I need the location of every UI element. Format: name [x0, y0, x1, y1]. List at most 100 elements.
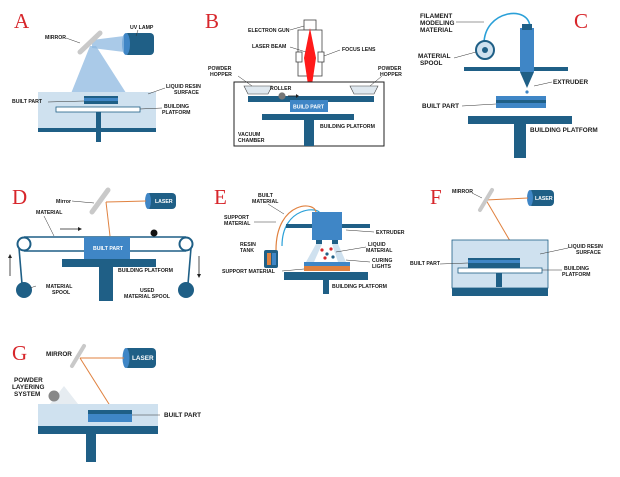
label-extruder: EXTRUDER: [553, 79, 589, 86]
leader-line: [323, 49, 341, 57]
tank-base: [452, 288, 548, 296]
label-layering: LAYERING: [12, 384, 44, 391]
panel-b: B BUILD PART ELECTRON GUN LASER BEAM FOC…: [205, 9, 402, 147]
belt-left-down: [18, 247, 23, 285]
focus-lens-left: [295, 51, 303, 63]
leader-line: [345, 259, 371, 263]
powder-bed: [248, 96, 374, 102]
label-roller: ROLLER: [270, 86, 292, 92]
label-support-material-bottom: SUPPORT MATERIAL: [222, 269, 276, 275]
label-built: BUILT: [258, 193, 274, 199]
droplet: [331, 255, 335, 259]
label-building-platform: BUILDING PLATFORM: [332, 284, 387, 290]
leader-line: [267, 203, 285, 215]
uv-lamp-body: [124, 33, 154, 55]
label-mirror: MIRROR: [45, 35, 66, 41]
powder-hopper-right: [349, 85, 379, 95]
label-powder-hopper-right: POWDER: [378, 66, 402, 72]
label-support-material: MATERIAL: [224, 221, 251, 227]
label-support: SUPPORT: [224, 215, 250, 221]
laser-face: [122, 348, 130, 368]
leader-line: [369, 75, 383, 87]
label-built-part: BUILT PART: [12, 99, 43, 105]
label-surface: SURFACE: [576, 250, 601, 256]
laser-beam: [485, 197, 529, 201]
leader-line: [71, 200, 95, 204]
platform-stem: [304, 120, 314, 146]
powder-hopper-left: [243, 85, 273, 95]
support-material-line: [275, 205, 317, 251]
leader-line: [335, 246, 367, 253]
panel-letter-a: A: [14, 9, 30, 33]
laser-body: [146, 193, 176, 209]
leader-line: [471, 192, 483, 199]
label-built-part: BUILT PART: [93, 246, 124, 252]
laser-body: [528, 190, 554, 206]
platform-stem: [323, 280, 329, 294]
label-powder-hopper-right-2: HOPPER: [380, 72, 402, 78]
build-part: [290, 100, 328, 112]
extruder-head: [312, 212, 342, 240]
panel-letter-e: E: [214, 185, 227, 209]
label-building-platform: BUILDING PLATFORM: [118, 268, 173, 274]
leader-line: [47, 100, 85, 103]
label-modeling: MODELING: [420, 20, 454, 27]
label-built-part: BUILT PART: [410, 261, 441, 267]
extruder-top: [522, 24, 532, 30]
panel-a: A MIRROR UV LAMP LIQUID RESIN SURFACE BU…: [12, 9, 201, 142]
extruder-body: [520, 28, 534, 72]
building-platform: [62, 259, 156, 267]
roller-icon: [278, 92, 286, 100]
resin-tank-fill-b: [272, 253, 276, 265]
roller-arrow-head: [296, 94, 299, 98]
droplet: [325, 252, 329, 256]
mirror-icon: [89, 187, 111, 215]
leader-line: [135, 29, 139, 37]
panel-letter-b: B: [205, 9, 219, 33]
label-system: SYSTEM: [14, 391, 40, 398]
building-platform: [457, 267, 543, 274]
support-material-layer: [304, 266, 350, 271]
label-laser: LASER: [132, 355, 154, 362]
leader-line: [345, 229, 375, 233]
built-part: [84, 237, 130, 259]
platform-stem: [496, 273, 502, 287]
leader-line: [139, 107, 163, 110]
label-liquid-resin: LIQUID RESIN: [568, 244, 603, 250]
label-focus-lens: FOCUS LENS: [342, 47, 376, 53]
building-platform: [55, 106, 141, 113]
used-spool-icon: [178, 282, 194, 298]
label-electron-gun: ELECTRON GUN: [248, 28, 290, 34]
label-used: USED: [140, 288, 155, 294]
leader-line: [453, 51, 477, 59]
platform-stem: [99, 267, 113, 301]
panel-letter-g: G: [12, 341, 27, 365]
label-resin: RESIN: [240, 242, 256, 248]
laser-body: [124, 348, 156, 368]
panel-e: E BUILT MATERIAL: [214, 185, 405, 294]
label-extruder: EXTRUDER: [376, 230, 405, 236]
label-mirror: Mirror: [56, 199, 71, 205]
spool-hub: [482, 47, 488, 53]
label-material-spool: MATERIAL: [418, 53, 451, 60]
platform-stem: [96, 112, 101, 142]
label-curing: CURING: [372, 258, 392, 264]
belt-right-down: [187, 247, 192, 285]
label-curing-lights: LIGHTS: [372, 264, 392, 270]
label-liquid-resin: LIQUID RESIN: [166, 84, 201, 90]
label-built-part: BUILT PART: [422, 103, 459, 110]
mirror-icon: [77, 30, 103, 55]
label-platform: PLATFORM: [562, 272, 590, 278]
built-part-layer: [468, 260, 520, 263]
label-platform: PLATFORM: [162, 110, 190, 116]
deposit-drop: [525, 90, 529, 94]
nozzle-left: [316, 240, 322, 244]
label-liquid-resin-surface: SURFACE: [174, 90, 199, 96]
panel-letter-c: C: [574, 9, 588, 33]
platform-stem: [86, 434, 96, 462]
uv-beam-horizontal: [92, 36, 124, 52]
label-used-material-spool: MATERIAL SPOOL: [124, 294, 171, 300]
resin-tank-fill-a: [267, 253, 271, 265]
droplet: [323, 256, 327, 260]
